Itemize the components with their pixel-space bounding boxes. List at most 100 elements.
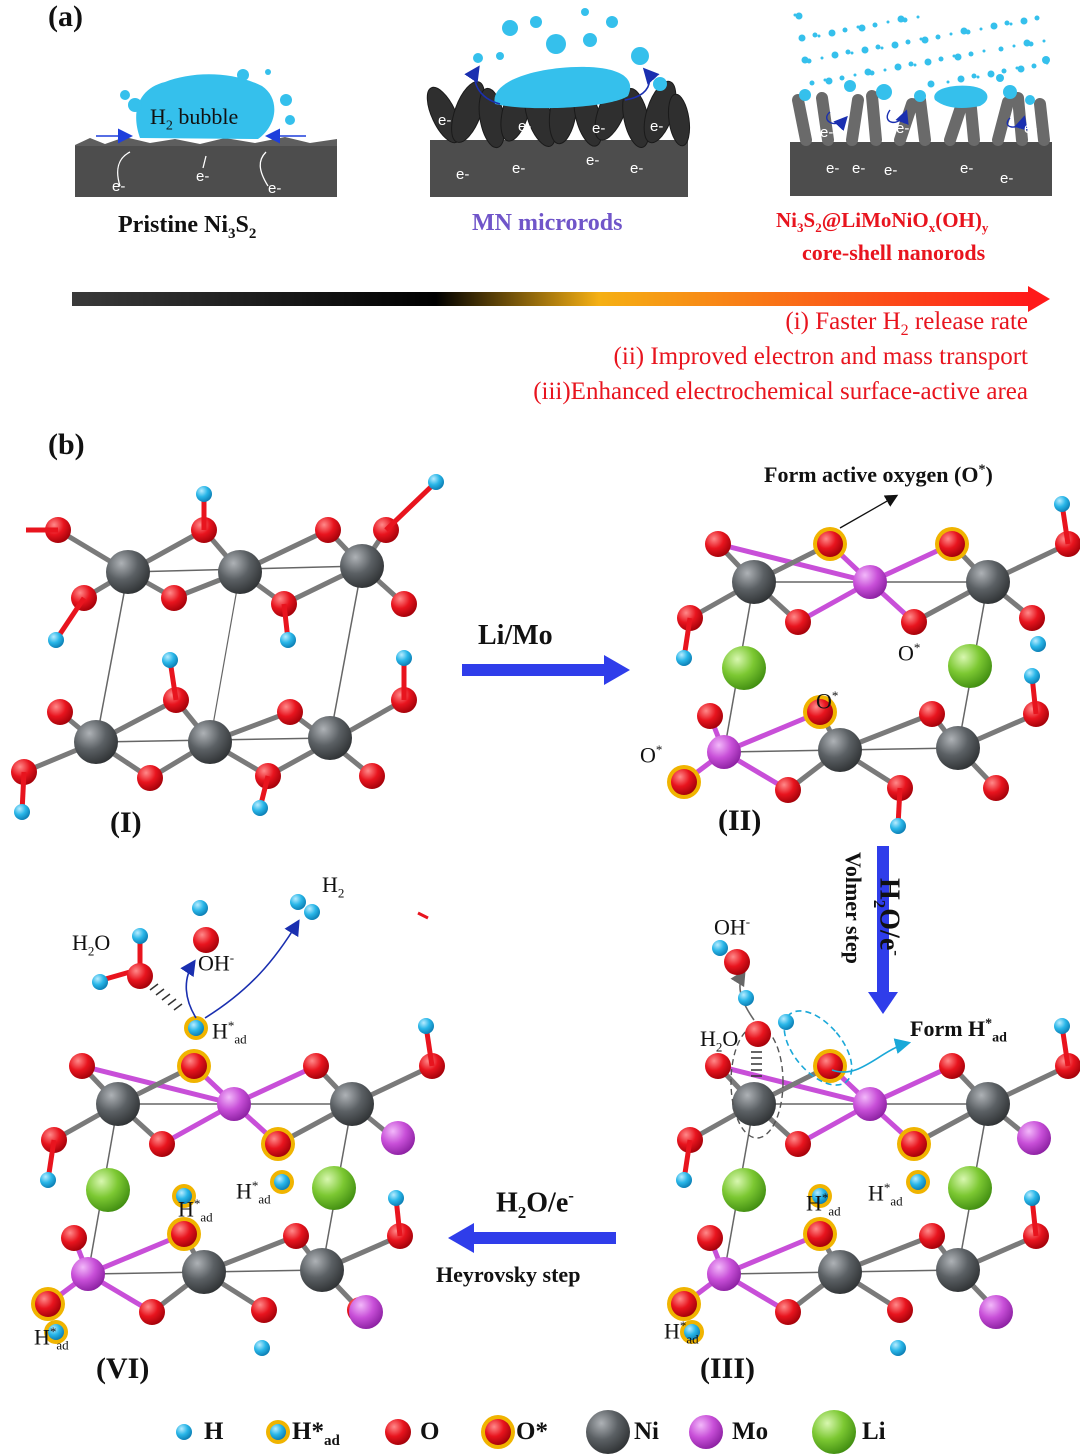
mo-atom [689, 1415, 723, 1449]
o-atom [697, 703, 723, 729]
active-oxygen-pointer [839, 494, 899, 529]
pristine-substrate [75, 69, 337, 197]
oh-label-iii: OH- [714, 914, 751, 940]
o-atom [939, 531, 965, 557]
o-atom [817, 1053, 843, 1079]
li-atom [948, 1166, 992, 1210]
structure-III-label: (III) [700, 1352, 756, 1385]
stray-mark [417, 911, 429, 920]
h-atom [274, 1174, 290, 1190]
benefit-3: (iii)Enhanced electrochemical surface-ac… [533, 378, 1028, 405]
o-atom [745, 1021, 771, 1047]
legend-ni-label: Ni [634, 1418, 659, 1445]
mo-atom [853, 565, 887, 599]
electron-label: e- [112, 178, 126, 195]
benefit-2: (ii) Improved electron and mass transpor… [613, 343, 1028, 370]
h-atom [1054, 1018, 1070, 1034]
ni-atom [966, 1082, 1010, 1126]
benefit-1: (i) Faster H2 release rate [785, 308, 1028, 339]
h-atom [40, 1172, 56, 1188]
o-atom [697, 1225, 723, 1251]
h-atom [890, 1340, 906, 1356]
o-atom [315, 517, 341, 543]
mo-atom [707, 735, 741, 769]
o-atom [807, 699, 833, 725]
h-atom [48, 1324, 64, 1340]
o-atom [161, 585, 187, 611]
li-atom [722, 1168, 766, 1212]
ni-atom [732, 560, 776, 604]
h-atom [418, 1018, 434, 1034]
h-atom [196, 486, 212, 502]
o-star-label-3: O* [640, 742, 663, 768]
ni-atom [182, 1250, 226, 1294]
ni-atom [936, 726, 980, 770]
h-ad-label: H*ad [212, 1018, 247, 1047]
o-atom [193, 927, 219, 953]
o-atom [901, 1131, 927, 1157]
h-formation-ellipse [783, 1010, 853, 1086]
o-atom [35, 1291, 61, 1317]
h-atom [290, 894, 306, 910]
volmer-step-label: Volmer step [841, 852, 866, 964]
li-atom [948, 644, 992, 688]
ni-atom [586, 1410, 630, 1454]
structure-I-label: (I) [110, 806, 142, 839]
h2-label: H2 [322, 872, 345, 901]
electron-label: e- [1000, 170, 1014, 187]
h-atom [1054, 496, 1070, 512]
h-atom [388, 1190, 404, 1206]
form-h-pointer [831, 1038, 912, 1073]
o-atom [139, 1299, 165, 1325]
mo-atom [1017, 1121, 1051, 1155]
electron-label: e- [196, 168, 210, 185]
o-atom [817, 531, 843, 557]
o-atom [69, 1053, 95, 1079]
electron-label: e- [438, 112, 452, 129]
o-atom [919, 1223, 945, 1249]
improvement-gradient-arrow [72, 286, 1050, 312]
h-atom [254, 1340, 270, 1356]
h-atom [162, 652, 178, 668]
h-atom [192, 900, 208, 916]
o-atom [61, 1225, 87, 1251]
ni-atom [818, 728, 862, 772]
mo-atom [349, 1295, 383, 1329]
o-atom [265, 1131, 291, 1157]
o-atom [807, 1221, 833, 1247]
o-atom [251, 1297, 277, 1323]
microrods-caption: MN microrods [472, 210, 623, 236]
li-atom [812, 1410, 856, 1454]
ni-atom [300, 1248, 344, 1292]
h2o-label-vi: H2O [72, 930, 111, 959]
ni-atom [106, 550, 150, 594]
pristine-caption: Pristine Ni3S2 [118, 212, 257, 242]
h-ad-label: H*ad [178, 1196, 213, 1225]
core-shell-substrate [790, 12, 1052, 196]
o-atom [171, 1221, 197, 1247]
electron-label: e- [826, 160, 840, 177]
o-atom [775, 1299, 801, 1325]
legend-had-label: H*ad [292, 1418, 340, 1449]
mo-atom [217, 1087, 251, 1121]
h2o-label-iii: H2O [700, 1026, 739, 1055]
h-atom [890, 818, 906, 834]
o-atom [724, 949, 750, 975]
ni-atom [330, 1082, 374, 1126]
electron-label: e- [512, 160, 526, 177]
legend-ostar-label: O* [516, 1418, 548, 1445]
ni-atom [936, 1248, 980, 1292]
o-atom [127, 963, 153, 989]
core-shell-caption-line1: Ni3S2@LiMoNiOx(OH)y [776, 208, 989, 236]
form-h-label: Form H*ad [910, 1016, 1007, 1046]
h-atom [176, 1188, 192, 1204]
o-atom [47, 699, 73, 725]
li-atom [86, 1168, 130, 1212]
electron-label: e- [592, 120, 606, 137]
heyrovsky-arrow [448, 1223, 616, 1253]
heyrovsky-h2o-label: H2O/e- [496, 1186, 574, 1222]
h-atom [280, 632, 296, 648]
o-atom [137, 765, 163, 791]
